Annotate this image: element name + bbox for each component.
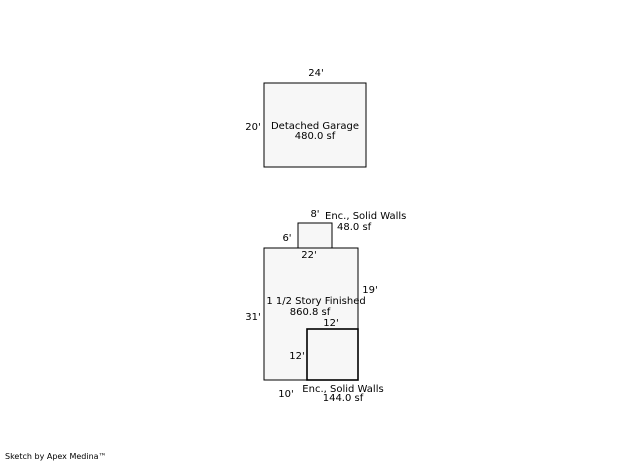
house-right-label: 19'	[362, 285, 377, 296]
porch-area-label: 48.0 sf	[337, 222, 372, 233]
garage-depth-label: 20'	[245, 122, 260, 133]
house-name-label: 1 1/2 Story Finished	[266, 296, 365, 307]
rear-enclosure-depth-label: 12'	[289, 351, 304, 362]
garage-name-label: Detached Garage	[271, 121, 359, 132]
house-area-label: 860.8 sf	[290, 307, 331, 318]
house-top-label: 22'	[301, 250, 316, 261]
garage-outline	[263, 82, 367, 168]
house-bottom-label: 10'	[278, 389, 293, 400]
garage-width-label: 24'	[308, 68, 323, 79]
house-left-label: 31'	[245, 312, 260, 323]
porch-depth-label: 6'	[282, 233, 291, 244]
rear-enclosure-outline	[306, 328, 359, 381]
rear-enclosure-name-label: Enc., Solid Walls	[302, 384, 383, 395]
garage-area-label: 480.0 sf	[295, 131, 336, 142]
rear-enclosure-area-label: 144.0 sf	[323, 393, 364, 404]
porch-outline	[297, 222, 333, 249]
sketch-credit: Sketch by Apex Medina™	[5, 452, 107, 461]
rear-enclosure-width-label: 12'	[323, 318, 338, 329]
porch-width-label: 8'	[310, 209, 319, 220]
porch-name-label: Enc., Solid Walls	[325, 211, 406, 222]
